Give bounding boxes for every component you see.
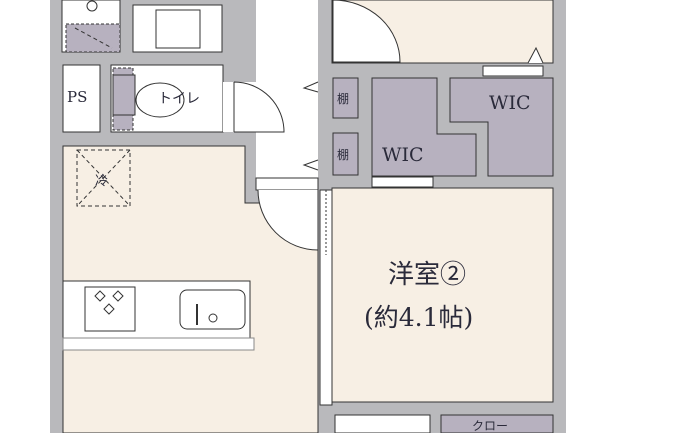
western-room-2 (331, 187, 554, 403)
fridge-label: 冷 (95, 174, 109, 189)
toilet-icon (135, 82, 185, 118)
fridge-space (76, 149, 131, 207)
stove-icon (84, 286, 136, 332)
wic-2-label: WIC (489, 92, 531, 114)
drain-icon (86, 0, 98, 12)
upper-room-door[interactable] (332, 0, 401, 63)
shelf-1 (332, 77, 359, 119)
closet-label: クロー (472, 419, 509, 433)
corridor-door[interactable] (257, 189, 319, 251)
wic-2 (449, 77, 554, 177)
toilet-label: トイレ (158, 91, 200, 107)
ps-label: PS (67, 88, 88, 106)
wic-1-label: WIC (382, 144, 424, 166)
washer-pan (65, 23, 121, 53)
shelf-2 (332, 132, 359, 176)
pipe-space (62, 64, 101, 133)
closet (440, 414, 554, 433)
western-room-name: 洋室② (388, 260, 467, 290)
toilet-door[interactable] (233, 81, 285, 133)
kitchen-sink-icon (179, 289, 246, 330)
wic-1 (371, 77, 477, 177)
western-room-size: (約4.1帖) (364, 303, 474, 332)
shelf-2-label: 棚 (337, 148, 350, 162)
shelf-1-label: 棚 (337, 92, 350, 106)
